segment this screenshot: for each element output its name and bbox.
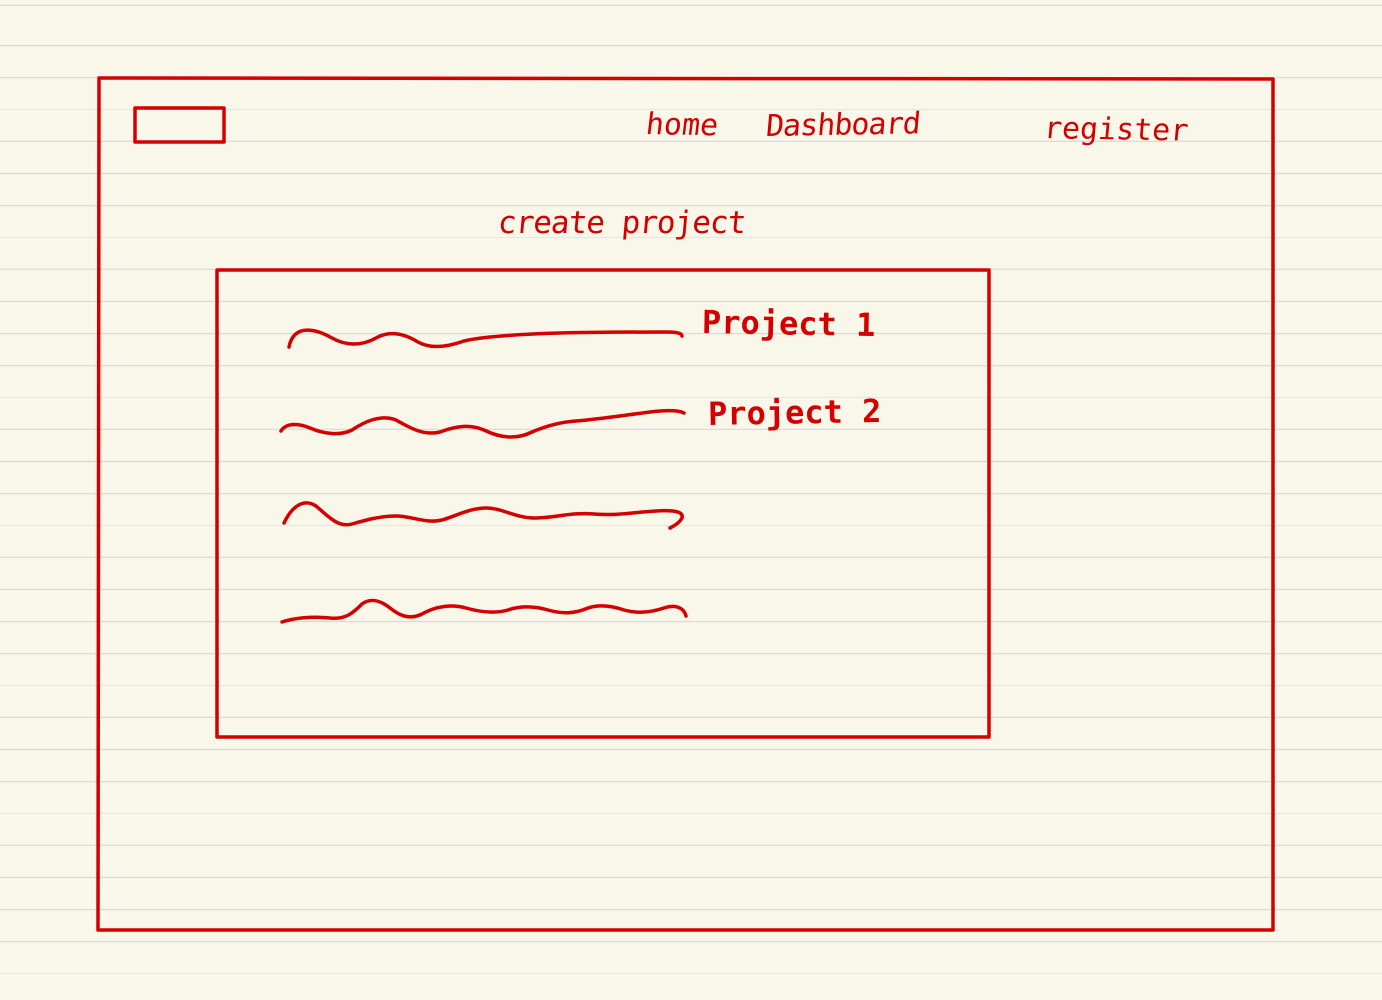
project-list-panel — [215, 268, 991, 739]
create-project-link[interactable]: create project — [496, 205, 747, 241]
project-label-1[interactable]: Project 1 — [701, 303, 876, 345]
window-frame — [96, 76, 1275, 932]
project-row-squiggle-1[interactable] — [287, 328, 684, 349]
project-row-squiggle-3[interactable] — [282, 501, 684, 530]
project-row-squiggle-4[interactable] — [280, 598, 688, 624]
nav-link-dashboard[interactable]: Dashboard — [764, 106, 922, 144]
nav-link-register[interactable]: register — [1042, 111, 1190, 149]
logo-box[interactable] — [133, 106, 226, 144]
nav-link-home[interactable]: home — [643, 107, 721, 144]
project-row-squiggle-2[interactable] — [279, 408, 686, 439]
project-label-2[interactable]: Project 2 — [707, 391, 882, 433]
